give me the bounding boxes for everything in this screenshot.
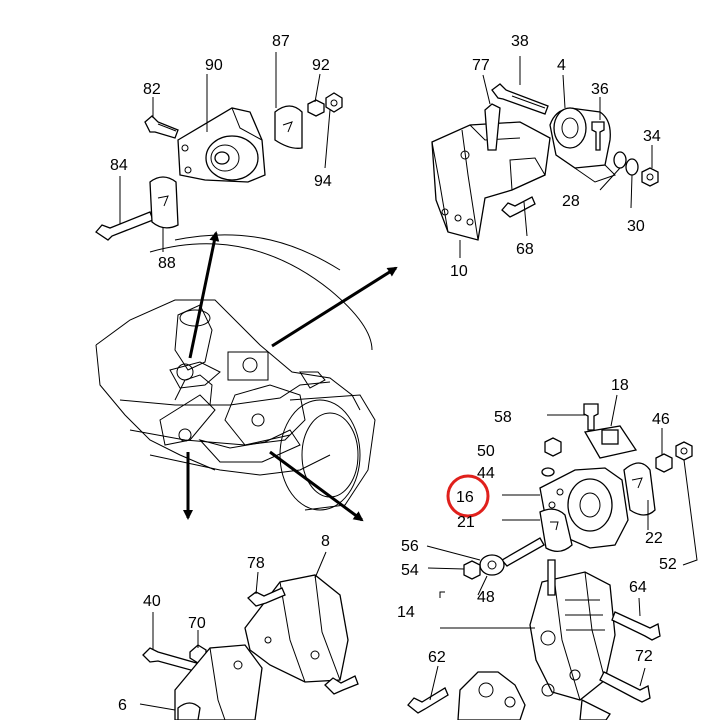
rubber-bushing [205, 135, 259, 181]
mount-bracket-8 [244, 574, 349, 683]
plate-22 [623, 462, 656, 516]
bolt-82 [144, 115, 179, 139]
callout-28: 28 [562, 193, 580, 210]
right-upper-mount-assembly [431, 56, 659, 258]
callout-30: 30 [627, 218, 645, 235]
callout-18: 18 [611, 377, 629, 394]
callout-34: 34 [643, 128, 661, 145]
callout-68: 68 [516, 241, 534, 258]
nut-50 [544, 437, 562, 457]
highlight-circle-16 [446, 474, 490, 518]
plate-21 [539, 508, 573, 552]
callout-4: 4 [557, 57, 566, 74]
callout-14: 14 [397, 604, 415, 621]
mount-bracket-14 [529, 571, 616, 701]
nut-46 [655, 453, 673, 473]
callout-16: 16 [456, 489, 474, 506]
callout-38: 38 [511, 33, 529, 50]
callout-70: 70 [188, 615, 206, 632]
bolt-36 [591, 121, 605, 151]
washer-30 [625, 158, 639, 176]
callout-40: 40 [143, 593, 161, 610]
right-lower-mount-assembly [407, 394, 698, 720]
washer-28 [613, 151, 627, 169]
bolt-62 [407, 687, 449, 714]
plate-87 [274, 105, 303, 149]
nut-54 [463, 560, 481, 580]
bolt-64 [611, 611, 661, 641]
callout-54: 54 [401, 562, 419, 579]
callout-56: 56 [401, 538, 419, 555]
washer-48 [479, 554, 505, 576]
arrow-to-right-lower-mount [269, 450, 364, 522]
bolt-77 [484, 103, 501, 151]
nut-52 [675, 441, 693, 461]
left-lower-mount-assembly [139, 551, 359, 720]
nut-94 [325, 92, 343, 113]
callout-82: 82 [143, 81, 161, 98]
callout-6: 6 [118, 697, 127, 714]
callout-92: 92 [312, 57, 330, 74]
left-upper-mount-assembly [95, 52, 343, 252]
bolt-58 [583, 403, 599, 431]
arrow-to-left-upper-mount [188, 231, 220, 359]
callout-77: 77 [472, 57, 490, 74]
callout-8: 8 [321, 533, 330, 550]
nut-34 [641, 167, 659, 187]
callout-87: 87 [272, 33, 290, 50]
callout-labels: 82 90 87 92 84 94 88 38 77 4 36 34 28 30… [110, 33, 677, 714]
callout-48: 48 [477, 589, 495, 606]
callout-46: 46 [652, 411, 670, 428]
callout-52: 52 [659, 556, 677, 573]
callout-10: 10 [450, 263, 468, 280]
plate-88 [149, 176, 179, 229]
callout-94: 94 [314, 173, 332, 190]
arrow-to-right-upper-mount [271, 266, 398, 348]
vehicle-subframe-overview [95, 234, 376, 511]
callout-72: 72 [635, 648, 653, 665]
bolt-68 [501, 196, 536, 218]
pointer-arrows [183, 231, 398, 522]
bolt-72 [599, 671, 651, 703]
washer-44 [541, 467, 555, 477]
callout-44: 44 [477, 465, 495, 482]
callout-22: 22 [645, 530, 663, 547]
callout-62: 62 [428, 649, 446, 666]
callout-88: 88 [158, 255, 176, 272]
bolt-84 [95, 211, 154, 241]
callout-36: 36 [591, 81, 609, 98]
callout-64: 64 [629, 579, 647, 596]
callout-78: 78 [247, 555, 265, 572]
nut-92 [307, 99, 325, 117]
callout-58: 58 [494, 409, 512, 426]
callout-50: 50 [477, 443, 495, 460]
callout-90: 90 [205, 57, 223, 74]
callout-84: 84 [110, 157, 128, 174]
bolt-56 [501, 537, 545, 567]
callout-21: 21 [457, 514, 475, 531]
bolt-78 [247, 587, 286, 607]
